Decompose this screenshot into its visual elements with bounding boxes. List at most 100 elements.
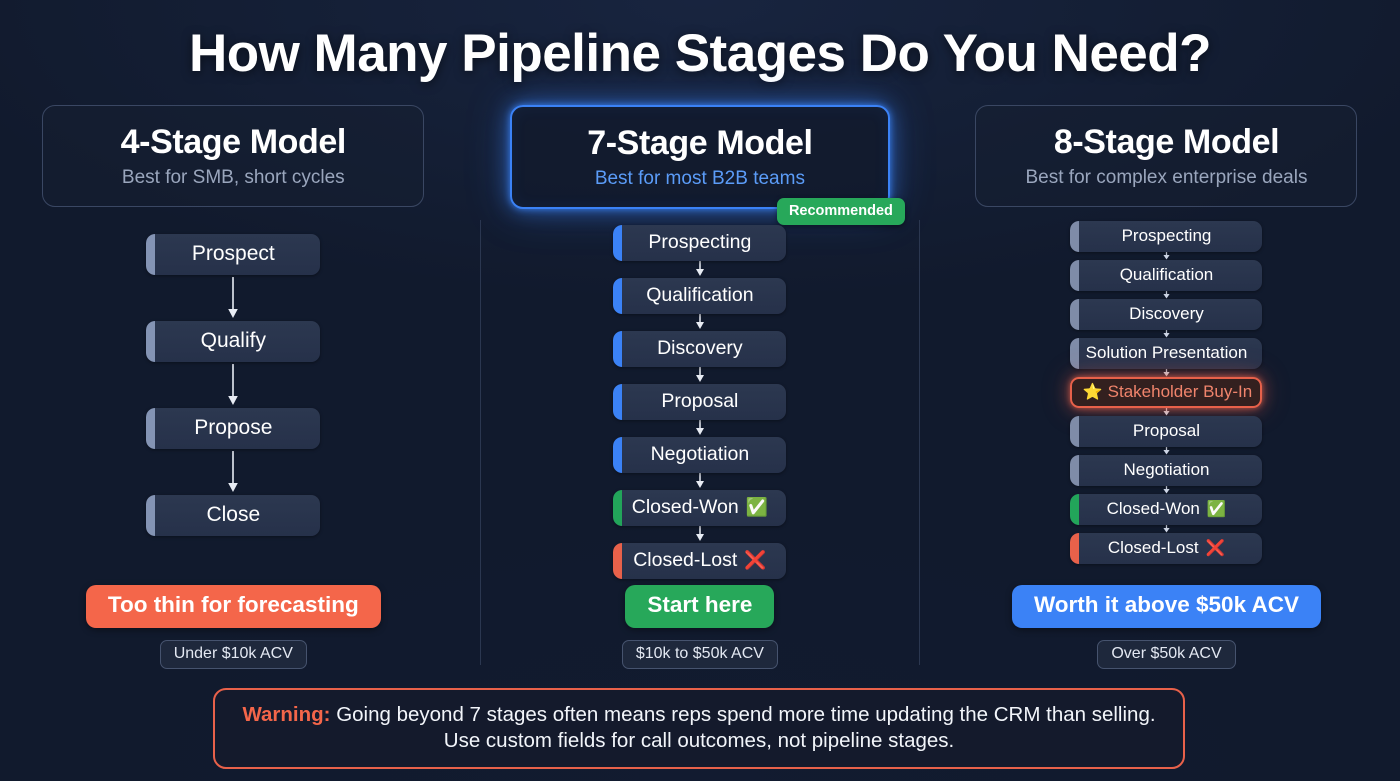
stage-pill[interactable]: Solution Presentation (1070, 337, 1263, 369)
stage-accent-bar (613, 330, 623, 367)
model-subtitle: Best for most B2B teams (594, 167, 805, 189)
status-badge-recommended: Recommended (776, 197, 905, 225)
acv-chip: $10k to $50k ACV (621, 639, 778, 669)
warning-box: Warning: Going beyond 7 stages often mea… (213, 688, 1185, 770)
stage-pill-closed-won[interactable]: Closed-Won✅ (613, 489, 787, 526)
stage-label: Negotiation (650, 443, 750, 466)
cta-group-seven-stage: Start here $10k to $50k ACV (467, 585, 934, 669)
stage-label: Closed-Lost❌ (1107, 538, 1226, 558)
stage-accent-bar (1070, 220, 1080, 252)
stage-accent-bar (1070, 454, 1080, 486)
cross-mark-icon: ❌ (1205, 540, 1226, 558)
cta-button[interactable]: Start here (625, 585, 775, 628)
model-title: 8-Stage Model (1053, 123, 1280, 161)
down-arrow-icon (226, 449, 240, 495)
stage-accent-bar (146, 233, 156, 275)
warning-label: Warning: (242, 703, 331, 726)
down-arrow-icon (1161, 485, 1172, 494)
stage-pill[interactable]: Prospecting (1070, 220, 1263, 252)
cta-button[interactable]: Too thin for forecasting (85, 585, 381, 628)
down-arrow-icon (694, 314, 706, 331)
stage-pill[interactable]: Negotiation (613, 436, 787, 473)
page-title: How Many Pipeline Stages Do You Need? (188, 24, 1212, 83)
stage-accent-bar (613, 224, 623, 261)
acv-chip: Under $10k ACV (159, 639, 307, 669)
stage-label: Prospecting (648, 231, 752, 254)
white-check-mark-icon: ✅ (1206, 501, 1227, 519)
stage-list-seven-stage: Prospecting Qualification Discovery (613, 224, 787, 579)
stage-label: Closed-Won✅ (1106, 499, 1227, 519)
stage-pill[interactable]: Qualify (146, 320, 321, 362)
stage-label: Prospect (191, 242, 275, 266)
stage-pill[interactable]: Close (146, 494, 321, 536)
stage-accent-bar (613, 383, 623, 420)
stage-label: Qualification (646, 284, 754, 307)
down-arrow-icon (1161, 407, 1172, 416)
down-arrow-icon (226, 362, 240, 408)
stage-label: Prospecting (1121, 226, 1212, 246)
stage-label: Discovery (1129, 304, 1204, 324)
cta-group-four-stage: Too thin for forecasting Under $10k ACV (0, 585, 467, 669)
down-arrow-icon (1161, 251, 1172, 260)
model-card-four-stage[interactable]: 4-Stage Model Best for SMB, short cycles (42, 105, 425, 207)
stage-label: Discovery (657, 337, 743, 360)
cta-group-eight-stage: Worth it above $50k ACV Over $50k ACV (933, 585, 1400, 669)
model-card-eight-stage[interactable]: 8-Stage Model Best for complex enterpris… (975, 105, 1358, 207)
stage-pill[interactable]: Proposal (613, 383, 787, 420)
stage-accent-bar (613, 542, 623, 579)
stage-label: Qualification (1119, 265, 1214, 285)
model-card-seven-stage[interactable]: 7-Stage Model Best for most B2B teams Re… (509, 105, 905, 225)
stage-label: Proposal (661, 390, 739, 413)
stage-accent-bar (1070, 337, 1080, 369)
model-columns: 4-Stage Model Best for SMB, short cycles… (0, 105, 1400, 670)
stage-label: Closed-Lost❌ (633, 549, 767, 572)
model-column-seven-stage: 7-Stage Model Best for most B2B teams Re… (467, 105, 934, 670)
model-column-eight-stage: 8-Stage Model Best for complex enterpris… (933, 105, 1400, 670)
cross-mark-icon: ❌ (744, 550, 767, 571)
down-arrow-icon (694, 367, 706, 384)
stage-label: Propose (194, 416, 273, 440)
model-subtitle: Best for complex enterprise deals (1025, 166, 1308, 188)
down-arrow-icon (1161, 524, 1172, 533)
model-title: 4-Stage Model (120, 123, 347, 161)
stage-list-four-stage: Prospect Qualify Propose (146, 233, 321, 536)
stage-accent-bar (1070, 415, 1080, 447)
stage-accent-bar (1070, 298, 1080, 330)
down-arrow-icon (694, 473, 706, 490)
stage-accent-bar (613, 436, 623, 473)
down-arrow-icon (694, 261, 706, 278)
down-arrow-icon (694, 526, 706, 543)
stage-label: Solution Presentation (1085, 343, 1248, 363)
down-arrow-icon (1161, 368, 1172, 377)
stage-accent-bar (613, 489, 623, 526)
stage-pill-closed-won[interactable]: Closed-Won✅ (1070, 493, 1263, 525)
stage-pill-stakeholder-buy-in[interactable]: ⭐Stakeholder Buy-In (1070, 376, 1263, 408)
stage-label: Proposal (1132, 421, 1201, 441)
stage-label: Negotiation (1123, 460, 1210, 480)
cta-button[interactable]: Worth it above $50k ACV (1011, 585, 1322, 628)
warning-text-line-2: Use custom fields for call outcomes, not… (443, 728, 955, 752)
stage-pill[interactable]: Qualification (613, 277, 787, 314)
white-check-mark-icon: ✅ (745, 497, 769, 518)
down-arrow-icon (1161, 329, 1172, 338)
stage-pill-closed-lost[interactable]: Closed-Lost❌ (613, 542, 787, 579)
model-title: 7-Stage Model (587, 124, 813, 162)
down-arrow-icon (226, 275, 240, 321)
down-arrow-icon (1161, 290, 1172, 299)
stage-pill-closed-lost[interactable]: Closed-Lost❌ (1070, 532, 1263, 564)
stage-label: ⭐Stakeholder Buy-In (1082, 382, 1253, 402)
stage-pill[interactable]: Proposal (1070, 415, 1263, 447)
stage-label: Close (206, 503, 261, 527)
down-arrow-icon (1161, 446, 1172, 455)
stage-pill[interactable]: Qualification (1070, 259, 1263, 291)
stage-pill[interactable]: Discovery (1070, 298, 1263, 330)
stage-pill[interactable]: Negotiation (1070, 454, 1263, 486)
down-arrow-icon (694, 420, 706, 437)
stage-accent-bar (146, 320, 156, 362)
stage-pill[interactable]: Prospect (146, 233, 321, 275)
stage-pill[interactable]: Discovery (613, 330, 787, 367)
stage-accent-bar (1070, 259, 1080, 291)
stage-pill[interactable]: Prospecting (613, 224, 787, 261)
stage-pill[interactable]: Propose (146, 407, 321, 449)
